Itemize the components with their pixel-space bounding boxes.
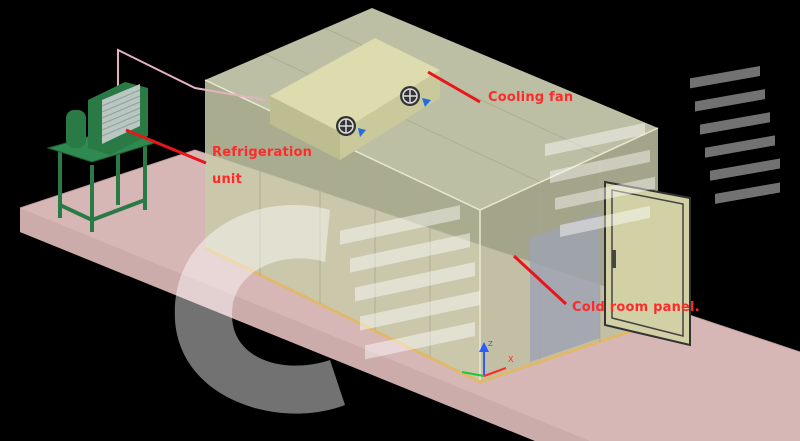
arrow-right-icon [422, 98, 431, 107]
label-refrigeration-unit: Refrigeration unit [212, 139, 312, 193]
arrow-right-icon [358, 128, 366, 137]
leader-line-cooling-fan [427, 70, 481, 104]
fan-icon [400, 86, 420, 106]
leader-line-refrigeration-unit [125, 128, 207, 165]
fan-icon [336, 116, 356, 136]
watermark-logo [174, 65, 780, 414]
axis-triad: Z X [461, 340, 514, 377]
condensing-unit [46, 82, 160, 232]
axis-label-x: X [508, 355, 514, 364]
label-cold-room-panel: Cold room panel. [572, 300, 700, 315]
room-interior [530, 212, 600, 362]
refrigerant-pipe [117, 48, 266, 101]
label-cooling-fan: Cooling fan [488, 90, 574, 105]
label-refrigeration-unit-line1: Refrigeration [212, 145, 313, 160]
leader-line-cold-room-panel [512, 254, 568, 306]
label-refrigeration-unit-line2: unit [212, 172, 242, 187]
axis-label-z: Z [488, 340, 493, 348]
cold-room-door [604, 180, 691, 347]
